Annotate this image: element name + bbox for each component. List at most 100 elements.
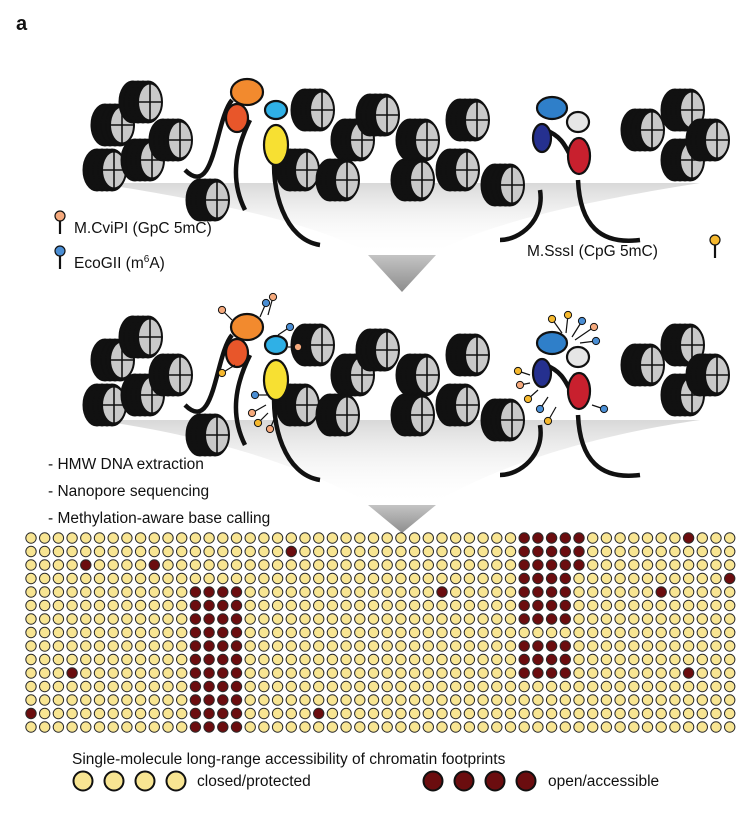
closed-site-dot bbox=[655, 680, 667, 693]
closed-site-dot bbox=[258, 626, 270, 639]
closed-site-dot bbox=[422, 721, 434, 733]
closed-site-dot bbox=[381, 640, 393, 652]
closed-site-dot bbox=[148, 626, 161, 639]
closed-site-dot bbox=[710, 694, 722, 706]
closed-site-dot bbox=[436, 599, 448, 612]
legend-open-dot bbox=[453, 770, 475, 792]
open-site-dot bbox=[189, 707, 202, 720]
nucleosome-icon bbox=[355, 93, 400, 137]
closed-site-dot bbox=[299, 545, 311, 558]
closed-site-dot bbox=[203, 572, 215, 585]
open-site-dot bbox=[545, 640, 558, 652]
closed-site-dot bbox=[299, 572, 311, 585]
closed-site-dot bbox=[587, 599, 599, 612]
closed-site-dot bbox=[436, 545, 448, 558]
closed-site-dot bbox=[696, 613, 708, 625]
open-site-dot bbox=[189, 667, 202, 679]
closed-site-dot bbox=[271, 532, 284, 544]
closed-site-dot bbox=[230, 559, 243, 571]
tf-yellow bbox=[262, 358, 290, 402]
closed-site-dot bbox=[408, 613, 421, 625]
closed-site-dot bbox=[614, 586, 626, 598]
funnel-shade-1 bbox=[95, 183, 700, 255]
closed-site-dot bbox=[299, 721, 311, 733]
closed-site-dot bbox=[244, 626, 256, 639]
closed-site-dot bbox=[121, 545, 133, 558]
closed-site-dot bbox=[244, 707, 256, 720]
closed-site-dot bbox=[93, 640, 106, 652]
closed-site-dot bbox=[162, 640, 174, 652]
closed-site-dot bbox=[477, 640, 489, 652]
closed-site-dot bbox=[299, 599, 311, 612]
closed-site-dot bbox=[25, 721, 37, 733]
closed-site-dot bbox=[655, 707, 667, 720]
tf-light-gray bbox=[565, 110, 591, 134]
closed-site-dot bbox=[628, 694, 640, 706]
closed-site-dot bbox=[285, 680, 297, 693]
open-site-dot bbox=[545, 532, 558, 544]
closed-site-dot bbox=[244, 572, 256, 585]
methyl-mark bbox=[515, 380, 531, 390]
closed-site-dot bbox=[491, 721, 503, 733]
open-site-dot bbox=[217, 694, 229, 706]
closed-site-dot bbox=[504, 559, 517, 571]
closed-site-dot bbox=[491, 599, 503, 612]
funnel-shade-2 bbox=[95, 420, 700, 505]
closed-site-dot bbox=[93, 532, 106, 544]
closed-site-dot bbox=[491, 680, 503, 693]
closed-site-dot bbox=[436, 640, 448, 652]
closed-site-dot bbox=[477, 545, 489, 558]
open-site-dot bbox=[230, 694, 243, 706]
enzyme-legend: M.CviPI (GpC 5mC) EcoGII (m6A) M.SssI (C… bbox=[54, 210, 721, 272]
closed-site-dot bbox=[491, 626, 503, 639]
closed-site-dot bbox=[491, 586, 503, 598]
closed-site-dot bbox=[641, 559, 654, 571]
closed-site-dot bbox=[340, 545, 352, 558]
closed-site-dot bbox=[162, 572, 174, 585]
closed-site-dot bbox=[641, 586, 654, 598]
closed-site-dot bbox=[162, 721, 174, 733]
closed-site-dot bbox=[436, 721, 448, 733]
open-site-dot bbox=[518, 586, 530, 598]
closed-site-dot bbox=[532, 626, 544, 639]
closed-site-dot bbox=[258, 721, 270, 733]
closed-site-dot bbox=[422, 707, 434, 720]
open-site-dot bbox=[230, 599, 243, 612]
closed-site-dot bbox=[285, 626, 297, 639]
closed-site-dot bbox=[93, 667, 106, 679]
closed-site-dot bbox=[354, 559, 366, 571]
closed-site-dot bbox=[628, 545, 640, 558]
tf-red bbox=[566, 136, 592, 176]
closed-site-dot bbox=[80, 707, 92, 720]
closed-site-dot bbox=[600, 626, 613, 639]
closed-site-dot bbox=[628, 572, 640, 585]
closed-site-dot bbox=[176, 721, 188, 733]
closed-site-dot bbox=[80, 680, 92, 693]
closed-site-dot bbox=[244, 532, 256, 544]
closed-site-dot bbox=[39, 694, 51, 706]
closed-site-dot bbox=[162, 545, 174, 558]
closed-site-dot bbox=[436, 653, 448, 666]
closed-site-dot bbox=[313, 694, 325, 706]
closed-site-dot bbox=[450, 694, 462, 706]
closed-site-dot bbox=[408, 626, 421, 639]
closed-site-dot bbox=[80, 545, 92, 558]
closed-site-dot bbox=[285, 586, 297, 598]
closed-site-dot bbox=[614, 707, 626, 720]
closed-site-dot bbox=[463, 640, 476, 652]
open-site-dot bbox=[559, 559, 571, 571]
arrow-1 bbox=[368, 255, 436, 292]
closed-site-dot bbox=[176, 680, 188, 693]
closed-site-dot bbox=[354, 667, 366, 679]
closed-site-dot bbox=[340, 694, 352, 706]
closed-site-dot bbox=[655, 626, 667, 639]
closed-site-dot bbox=[230, 572, 243, 585]
closed-site-dot bbox=[450, 707, 462, 720]
closed-site-dot bbox=[408, 640, 421, 652]
closed-site-dot bbox=[381, 626, 393, 639]
closed-site-dot bbox=[176, 613, 188, 625]
closed-site-dot bbox=[669, 680, 681, 693]
closed-site-dot bbox=[107, 559, 119, 571]
closed-site-dot bbox=[628, 707, 640, 720]
closed-site-dot bbox=[408, 653, 421, 666]
